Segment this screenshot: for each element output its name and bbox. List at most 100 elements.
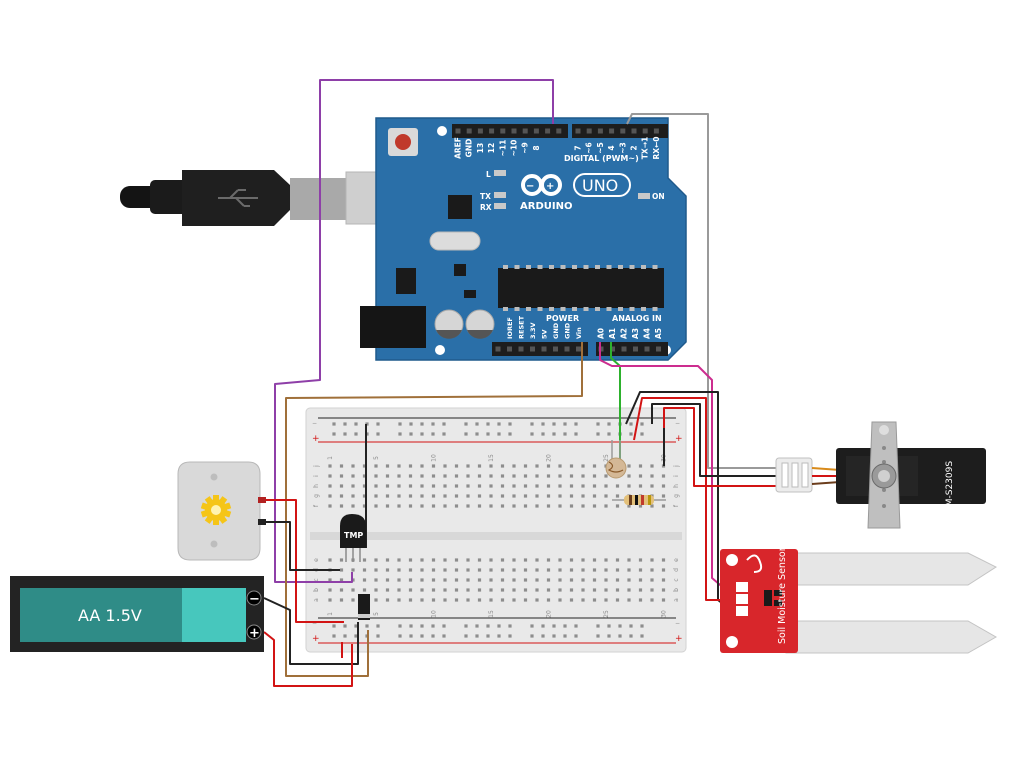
wire-brown-5v[interactable] xyxy=(285,342,583,677)
pin-hole[interactable] xyxy=(597,128,603,134)
pin-hole[interactable] xyxy=(564,346,570,352)
pin-hole[interactable] xyxy=(541,346,547,352)
pin-hole[interactable] xyxy=(500,128,506,134)
wire-black-battery[interactable] xyxy=(263,597,359,665)
pin-hole[interactable] xyxy=(455,128,461,134)
soil-probe-bottom xyxy=(785,620,998,654)
breadboard-center-channel xyxy=(310,532,682,540)
digital-pin-label: 4 xyxy=(607,145,616,150)
row-letter: b xyxy=(313,588,320,592)
dc-motor[interactable] xyxy=(177,461,266,561)
voltage-regulator xyxy=(396,268,416,294)
led-on xyxy=(638,193,650,199)
pin-hole[interactable] xyxy=(553,346,558,352)
pin-hole[interactable] xyxy=(642,128,648,134)
pin-hole[interactable] xyxy=(644,346,650,352)
resistor[interactable] xyxy=(612,495,666,505)
led-l xyxy=(494,170,506,176)
battery-minus-terminal xyxy=(246,590,262,606)
pin-hole[interactable] xyxy=(556,128,562,134)
row-letter: c xyxy=(673,578,680,581)
rail-plus-label: + xyxy=(312,434,320,444)
row-letter: b xyxy=(673,588,680,592)
digital-header-left xyxy=(452,124,568,138)
column-number: 15 xyxy=(488,454,495,462)
brand-label: ARDUINO xyxy=(520,201,572,212)
wire-red-battery[interactable] xyxy=(263,631,353,687)
pin-hole[interactable] xyxy=(621,346,627,352)
rail-plus-label: + xyxy=(675,634,683,644)
atmega-chip xyxy=(498,268,664,308)
photoresistor[interactable] xyxy=(605,440,627,479)
rail-plus-label: + xyxy=(312,634,320,644)
pin-hole[interactable] xyxy=(533,128,539,134)
pin-hole[interactable] xyxy=(586,128,592,134)
pin-hole[interactable] xyxy=(610,346,615,352)
analog-pin-label: A0 xyxy=(597,328,606,339)
row-letter: i xyxy=(673,475,680,477)
wire-black-servo[interactable] xyxy=(651,403,782,477)
pin-hole[interactable] xyxy=(511,128,517,134)
pin-hole[interactable] xyxy=(507,346,512,352)
servo-motor[interactable]: SM-S2309S xyxy=(775,421,986,529)
analog-in-label: ANALOG IN xyxy=(612,314,662,323)
bottom-pin-holes xyxy=(495,346,661,352)
pin-hole[interactable] xyxy=(620,128,626,134)
battery-cap xyxy=(182,588,246,642)
pin-hole[interactable] xyxy=(609,128,615,134)
pin-hole[interactable] xyxy=(656,346,661,352)
wire-magenta-a0[interactable] xyxy=(599,342,727,591)
power-jack[interactable] xyxy=(360,306,426,348)
tmp-temperature-sensor[interactable]: TMP xyxy=(340,514,366,562)
wire-purple[interactable] xyxy=(274,79,554,583)
pin-hole[interactable] xyxy=(518,346,524,352)
wire-black-motor[interactable] xyxy=(264,521,340,571)
wire-green-a1[interactable] xyxy=(610,342,621,462)
power-pin-label: 5V xyxy=(541,329,549,339)
power-pin-label: GND xyxy=(552,322,560,339)
digital-pin-label: ~9 xyxy=(521,142,530,154)
column-number: 10 xyxy=(431,610,438,618)
pin-hole[interactable] xyxy=(477,128,483,134)
pin-hole[interactable] xyxy=(575,128,581,134)
rail-plus-label: + xyxy=(675,434,683,444)
digital-pin-label: TX→1 xyxy=(641,137,650,159)
wire-grey-servo-signal[interactable] xyxy=(626,113,782,469)
wire-red-motor[interactable] xyxy=(264,499,344,623)
pin-hole[interactable] xyxy=(653,128,659,134)
svg-text:+: + xyxy=(546,181,554,192)
digital-pin-label: ~3 xyxy=(618,142,627,154)
column-number: 25 xyxy=(603,610,610,618)
pin-hole[interactable] xyxy=(489,128,495,134)
servo-label: SM-S2309S xyxy=(945,461,955,512)
power-pin-label: RESET xyxy=(518,315,526,339)
pin-hole[interactable] xyxy=(633,346,638,352)
row-letter: f xyxy=(673,504,680,507)
row-letter: e xyxy=(673,558,680,562)
rail-minus-label: − xyxy=(675,620,680,627)
pin-hole[interactable] xyxy=(466,128,472,134)
wire-red-servo[interactable] xyxy=(663,407,782,487)
led-rx-label: RX xyxy=(480,203,492,212)
breadboard-body xyxy=(305,407,687,653)
column-number: 25 xyxy=(603,454,610,462)
pin-hole[interactable] xyxy=(495,346,501,352)
pin-hole[interactable] xyxy=(576,346,581,352)
breadboard[interactable]: − + − + − + − + 115510101515202025253030… xyxy=(305,407,687,653)
diode[interactable] xyxy=(358,594,370,620)
row-letter: g xyxy=(673,494,680,498)
pin-hole[interactable] xyxy=(545,128,551,134)
pin-hole[interactable] xyxy=(522,128,528,134)
wire-red-rail[interactable] xyxy=(633,397,728,601)
column-number: 1 xyxy=(327,456,334,460)
row-letter: g xyxy=(313,494,320,498)
pin-hole[interactable] xyxy=(631,128,637,134)
battery-holder[interactable]: AA 1.5V − + xyxy=(10,576,264,652)
digital-pin-label: RX←0 xyxy=(652,136,661,159)
soil-sensor-board xyxy=(720,549,798,653)
pin-hole[interactable] xyxy=(530,346,535,352)
chip-pins xyxy=(503,265,658,311)
soil-moisture-sensor[interactable]: Soil Moisture Sensor xyxy=(720,547,998,654)
